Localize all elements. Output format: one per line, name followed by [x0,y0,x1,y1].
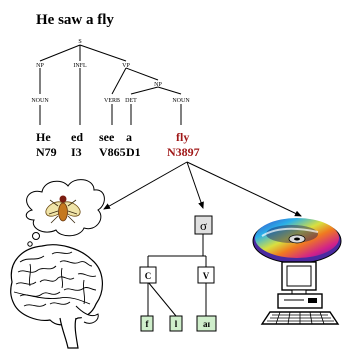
code-ed: I3 [71,145,82,159]
code-fly: N3897 [167,145,200,159]
fly-icon [45,195,81,224]
word-a: a [126,130,132,144]
arrow-to-computer [186,161,302,217]
cd-disc-icon [252,218,342,264]
node-det: DET [125,98,137,104]
arrow-to-brain [103,161,188,210]
sigma-node [194,215,213,235]
sigma-label: σ [200,218,207,233]
word-ed: ed [71,130,83,144]
onset-node [139,266,157,284]
node-infl: INFL [73,63,87,69]
onset-label: C [145,271,152,281]
code-a: D1 [126,145,141,159]
node-np-object: NP [154,82,162,88]
syllable-tree: σ C V f l aɪ [139,215,217,332]
sentence-title: He saw a fly [36,12,114,28]
phoneme-l [169,315,183,332]
arrows [103,161,302,217]
computer-icon [260,261,340,325]
node-s: S [78,39,81,45]
phoneme-ai-label: aɪ [203,319,211,329]
nucleus-label: V [203,271,210,281]
node-vp: VP [122,63,130,69]
node-verb: VERB [104,98,120,104]
node-noun: NOUN [31,98,49,104]
phoneme-ai [196,315,217,332]
word-see: see [99,130,115,144]
phoneme-f-label: f [146,319,150,329]
word-fly: fly [176,130,189,144]
syntax-tree [39,44,182,125]
code-he: N79 [36,145,57,159]
nucleus-node [197,266,215,284]
node-np: NP [36,63,44,69]
phoneme-f [140,315,154,332]
arrow-to-syllable [186,161,204,209]
brain-icon [10,244,103,349]
word-he: He [36,130,51,144]
code-see: V865 [99,145,126,159]
phoneme-l-label: l [175,319,178,329]
node-noun-object: NOUN [172,98,190,104]
